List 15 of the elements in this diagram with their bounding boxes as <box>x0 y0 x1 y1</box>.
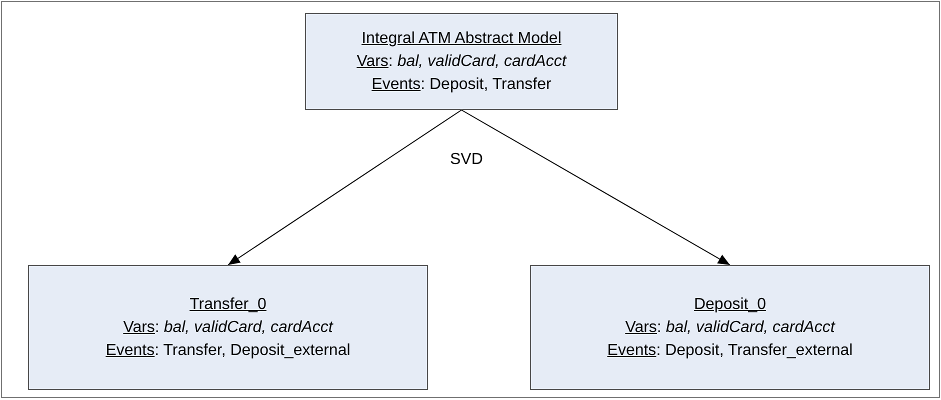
node-text: Events: Transfer, Deposit_external <box>106 341 350 361</box>
model-box <box>530 265 930 390</box>
node-text: Events: Deposit, Transfer <box>372 75 552 95</box>
node-title: Integral ATM Abstract Model <box>362 29 562 49</box>
node-text: Vars: bal, validCard, cardAcct <box>356 52 566 72</box>
node-title: Deposit_0 <box>694 295 766 315</box>
arrow <box>461 110 730 266</box>
model-box <box>28 265 428 390</box>
model-box <box>305 13 618 110</box>
relation-label: SVD <box>450 150 483 170</box>
node-title: Transfer_0 <box>190 295 266 315</box>
arrow <box>228 110 462 266</box>
node-text: Vars: bal, validCard, cardAcct <box>625 318 835 338</box>
node-text: Vars: bal, validCard, cardAcct <box>123 318 333 338</box>
node-text: Events: Deposit, Transfer_external <box>607 341 853 361</box>
